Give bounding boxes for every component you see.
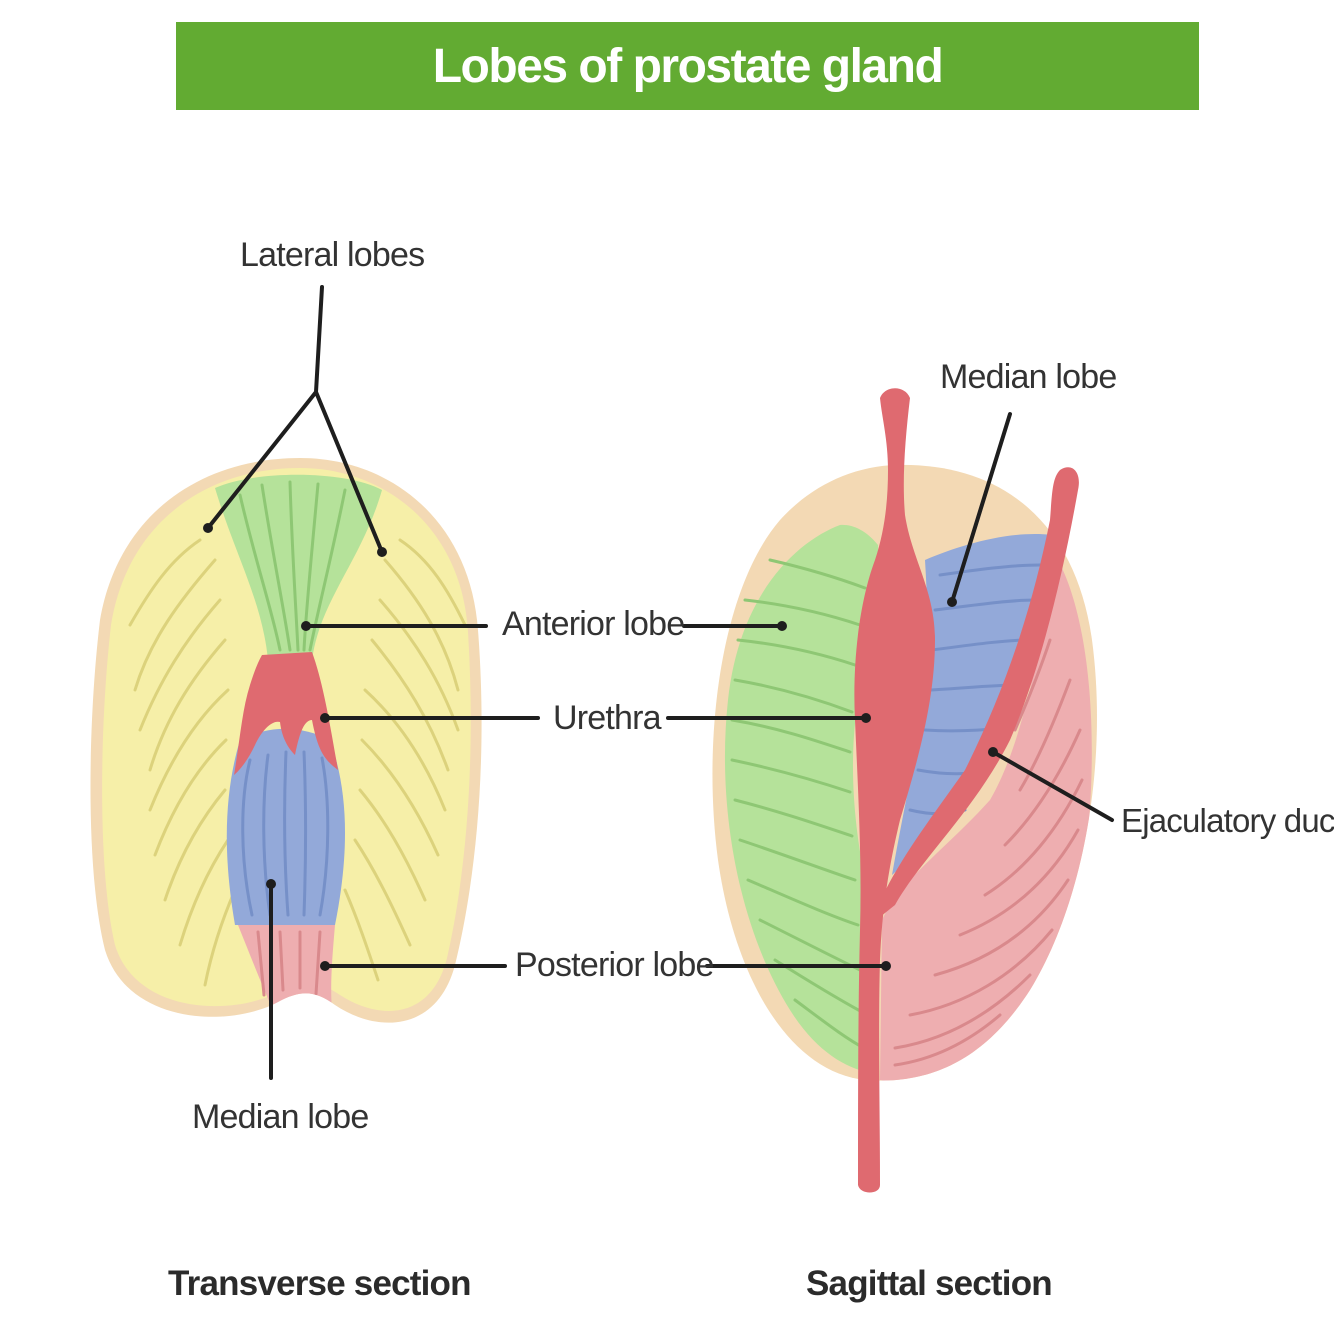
sagittal-posterior-lobe	[880, 560, 1092, 1081]
leader-dot	[377, 547, 387, 557]
label-lateral-lobes: Lateral lobes	[240, 236, 425, 274]
transverse-anterior-lobe	[215, 474, 382, 660]
leader-dots	[203, 523, 998, 971]
label-urethra: Urethra	[553, 699, 662, 737]
leader-dot	[266, 879, 276, 889]
sagittal-anterior-striations	[730, 558, 867, 1050]
sagittal-section-illustration	[712, 388, 1097, 1193]
leader-dot	[881, 961, 891, 971]
sagittal-ejaculatory-duct	[870, 467, 1079, 925]
leader-ejaculatory-duct	[991, 750, 1114, 822]
label-sagittal-median-lobe: Median lobe	[940, 358, 1117, 396]
transverse-posterior-lobe	[238, 925, 335, 1010]
leader-dot	[947, 597, 957, 607]
leader-dot	[320, 713, 330, 723]
label-anterior-lobe: Anterior lobe	[502, 605, 685, 643]
leader-sagittal-median-lobe	[950, 412, 1012, 604]
leader-lines	[206, 285, 1114, 1080]
transverse-section-illustration	[90, 458, 482, 1023]
caption-sagittal-section: Sagittal section	[806, 1264, 1053, 1303]
label-posterior-lobe: Posterior lobe	[515, 946, 714, 984]
leader-dot	[861, 713, 871, 723]
leader-dot	[203, 523, 213, 533]
label-ejaculatory-duct: Ejaculatory duct	[1121, 802, 1334, 839]
leader-dot	[320, 961, 330, 971]
transverse-median-striations	[241, 750, 330, 917]
leader-dot	[301, 621, 311, 631]
transverse-urethra	[234, 652, 338, 775]
label-transverse-median-lobe: Median lobe	[192, 1098, 369, 1136]
leader-dot	[988, 747, 998, 757]
page-title: Lobes of prostate gland	[432, 39, 944, 93]
transverse-lateral-striations	[128, 538, 467, 987]
leader-lateral-lobes	[206, 285, 384, 554]
title-banner: Lobes of prostate gland	[176, 22, 1199, 110]
leader-dot	[777, 621, 787, 631]
caption-transverse-section: Transverse section	[168, 1264, 472, 1303]
sagittal-urethra	[854, 388, 935, 1193]
transverse-anterior-striations	[238, 480, 347, 652]
transverse-posterior-striations	[256, 930, 322, 997]
